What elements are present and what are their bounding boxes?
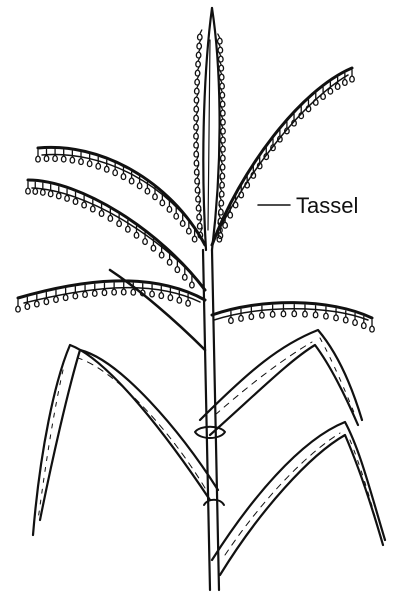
spikelet bbox=[79, 153, 84, 165]
spikelet bbox=[82, 196, 87, 208]
spikelet bbox=[91, 200, 96, 212]
spikelet bbox=[249, 307, 254, 319]
spikelet bbox=[281, 305, 286, 317]
tassel-label-group: Tassel bbox=[258, 193, 358, 218]
spikelet bbox=[121, 283, 126, 295]
spikelet bbox=[168, 289, 173, 301]
spikelet bbox=[183, 268, 188, 280]
spikelet bbox=[313, 306, 318, 318]
spikelet bbox=[143, 232, 148, 244]
spikelet bbox=[70, 151, 75, 163]
spikelet bbox=[99, 204, 104, 216]
spikelet bbox=[36, 150, 41, 162]
spikelet bbox=[177, 291, 182, 303]
spikelet bbox=[150, 285, 155, 297]
spikelet bbox=[16, 300, 21, 312]
spikelet bbox=[314, 93, 319, 105]
spikelet bbox=[324, 307, 329, 319]
spikelet bbox=[350, 70, 355, 82]
spikelet bbox=[104, 160, 109, 172]
spikelet bbox=[229, 311, 234, 323]
spikelet bbox=[61, 150, 66, 162]
spikelet bbox=[334, 309, 339, 321]
spikelet bbox=[159, 287, 164, 299]
spikelet bbox=[26, 182, 31, 194]
spikelet bbox=[370, 320, 375, 332]
spikelet bbox=[112, 283, 117, 295]
spikelet bbox=[25, 297, 30, 309]
spikelet bbox=[303, 305, 308, 317]
spikelet bbox=[270, 305, 275, 317]
spikelet bbox=[87, 155, 92, 167]
spikelet bbox=[96, 157, 101, 169]
spikelet bbox=[239, 309, 244, 321]
central-spike bbox=[194, 8, 225, 250]
spikelet bbox=[53, 149, 58, 161]
spikelet bbox=[260, 306, 265, 318]
spikelet bbox=[292, 305, 297, 317]
spikelet bbox=[108, 209, 113, 221]
tassel-label: Tassel bbox=[296, 193, 358, 218]
